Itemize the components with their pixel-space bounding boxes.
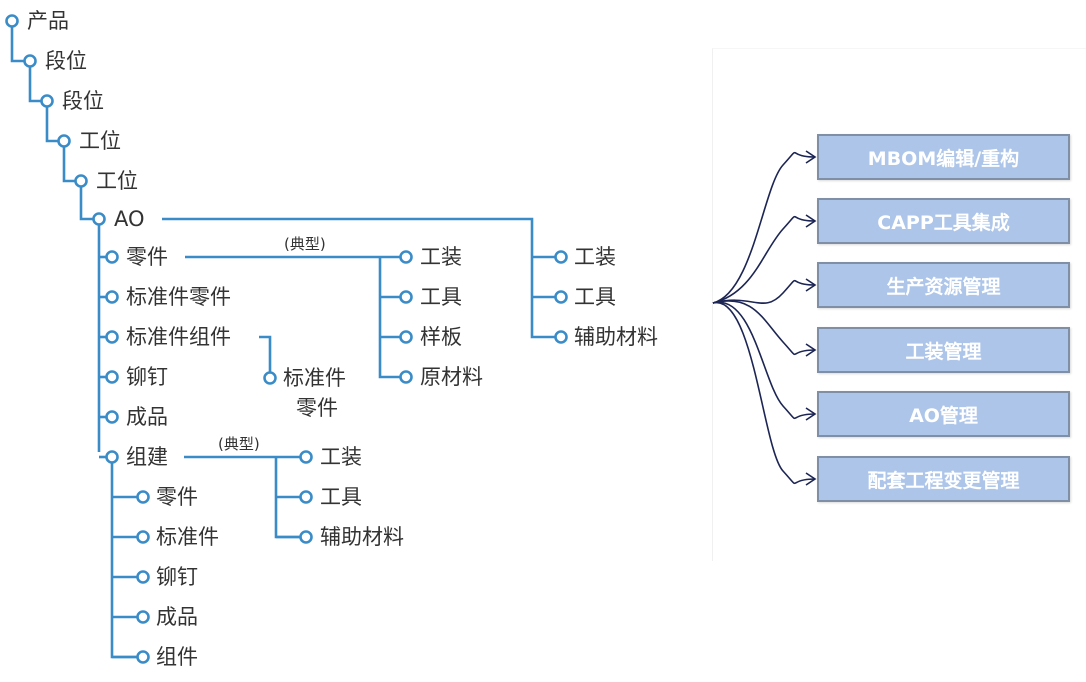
assembly-child-node: [136, 570, 150, 584]
assembly-child-spine: [110, 463, 137, 659]
ao-child-label-0: 零件: [126, 245, 168, 269]
part-resource-node: [399, 250, 413, 264]
chain-label-4: 工位: [96, 169, 138, 193]
ao-child-node: [105, 450, 119, 464]
ao-child-label-1: 标准件零件: [126, 285, 231, 309]
ao-child-label-2: 标准件组件: [126, 325, 231, 349]
ao-resource-label-2: 辅助材料: [574, 325, 658, 349]
function-box-mbom-edit[interactable]: MBOM编辑/重构: [817, 134, 1070, 180]
chain-label-2: 段位: [62, 89, 104, 113]
chain-node: [40, 94, 54, 108]
assembly-child-label-0: 零件: [156, 485, 198, 509]
ao-resource-node: [554, 330, 568, 344]
part-resource-node: [399, 290, 413, 304]
part-resource-label-0: 工装: [420, 245, 462, 269]
function-panel: [712, 48, 1086, 561]
ao-child-label-5: 组建: [126, 445, 168, 469]
ao-child-label-3: 铆钉: [126, 365, 168, 389]
std-assembly-child-node: [263, 371, 277, 385]
chain-connector: [62, 146, 76, 183]
function-box-tooling-management[interactable]: 工装管理: [817, 327, 1070, 373]
chain-node: [92, 212, 106, 226]
std-assembly-connector: [259, 335, 272, 372]
assembly-resource-node: [299, 530, 313, 544]
chain-connector: [79, 186, 94, 221]
function-box-resource-management[interactable]: 生产资源管理: [817, 262, 1070, 308]
part-resource-label-1: 工具: [420, 285, 462, 309]
tree-nodes: [5, 14, 568, 664]
chain-node: [23, 54, 37, 68]
function-box-change-management[interactable]: 配套工程变更管理: [817, 456, 1070, 502]
chain-node: [57, 134, 71, 148]
part-resource-node: [399, 370, 413, 384]
assembly-resource-node: [299, 490, 313, 504]
part-typical-note: (典型): [284, 235, 326, 253]
chain-node: [74, 174, 88, 188]
ao-resource-node: [554, 290, 568, 304]
tree-labels: 产品段位段位工位工位AO零件标准件零件标准件组件铆钉成品组建工装工具辅助材料(典…: [27, 9, 658, 669]
assembly-child-label-3: 成品: [156, 605, 198, 629]
chain-node: [5, 14, 19, 28]
ao-child-node: [105, 410, 119, 424]
ao-child-node: [105, 290, 119, 304]
assembly-resource-label-1: 工具: [320, 485, 362, 509]
assembly-resource-label-2: 辅助材料: [320, 525, 404, 549]
tree-connector-lines: [10, 26, 555, 659]
ao-child-node: [105, 370, 119, 384]
ao-resource-connector: [162, 217, 555, 339]
assembly-resource-label-0: 工装: [320, 445, 362, 469]
std-assembly-child-label-line1: 标准件: [283, 366, 346, 390]
ao-resource-label-0: 工装: [574, 245, 616, 269]
part-resource-label-3: 原材料: [420, 365, 483, 389]
assembly-child-node: [136, 650, 150, 664]
assembly-child-label-2: 铆钉: [156, 565, 198, 589]
ao-resource-node: [554, 250, 568, 264]
ao-child-node: [105, 250, 119, 264]
assembly-child-node: [136, 530, 150, 544]
part-resource-label-2: 样板: [420, 325, 462, 349]
ao-label: AO: [114, 207, 145, 231]
ao-child-label-4: 成品: [126, 405, 168, 429]
std-assembly-child-label-line2: 零件: [296, 396, 338, 420]
assembly-child-node: [136, 490, 150, 504]
ao-resource-label-1: 工具: [574, 285, 616, 309]
chain-label-1: 段位: [45, 49, 87, 73]
part-resource-spine: [378, 257, 400, 379]
part-resource-node: [399, 330, 413, 344]
chain-connector: [28, 66, 42, 103]
assembly-typical-note: (典型): [218, 435, 260, 453]
function-box-ao-management[interactable]: AO管理: [817, 391, 1070, 437]
mbom-tree-diagram: 产品段位段位工位工位AO零件标准件零件标准件组件铆钉成品组建工装工具辅助材料(典…: [5, 9, 658, 669]
chain-connector: [10, 26, 25, 63]
function-box-capp-integration[interactable]: CAPP工具集成: [817, 198, 1070, 244]
assembly-child-label-1: 标准件: [156, 525, 219, 549]
chain-label-3: 工位: [79, 129, 121, 153]
assembly-child-label-4: 组件: [156, 645, 198, 669]
chain-label-0: 产品: [27, 9, 69, 33]
assembly-child-node: [136, 610, 150, 624]
assembly-resource-node: [299, 450, 313, 464]
ao-child-node: [105, 330, 119, 344]
chain-connector: [45, 106, 59, 143]
